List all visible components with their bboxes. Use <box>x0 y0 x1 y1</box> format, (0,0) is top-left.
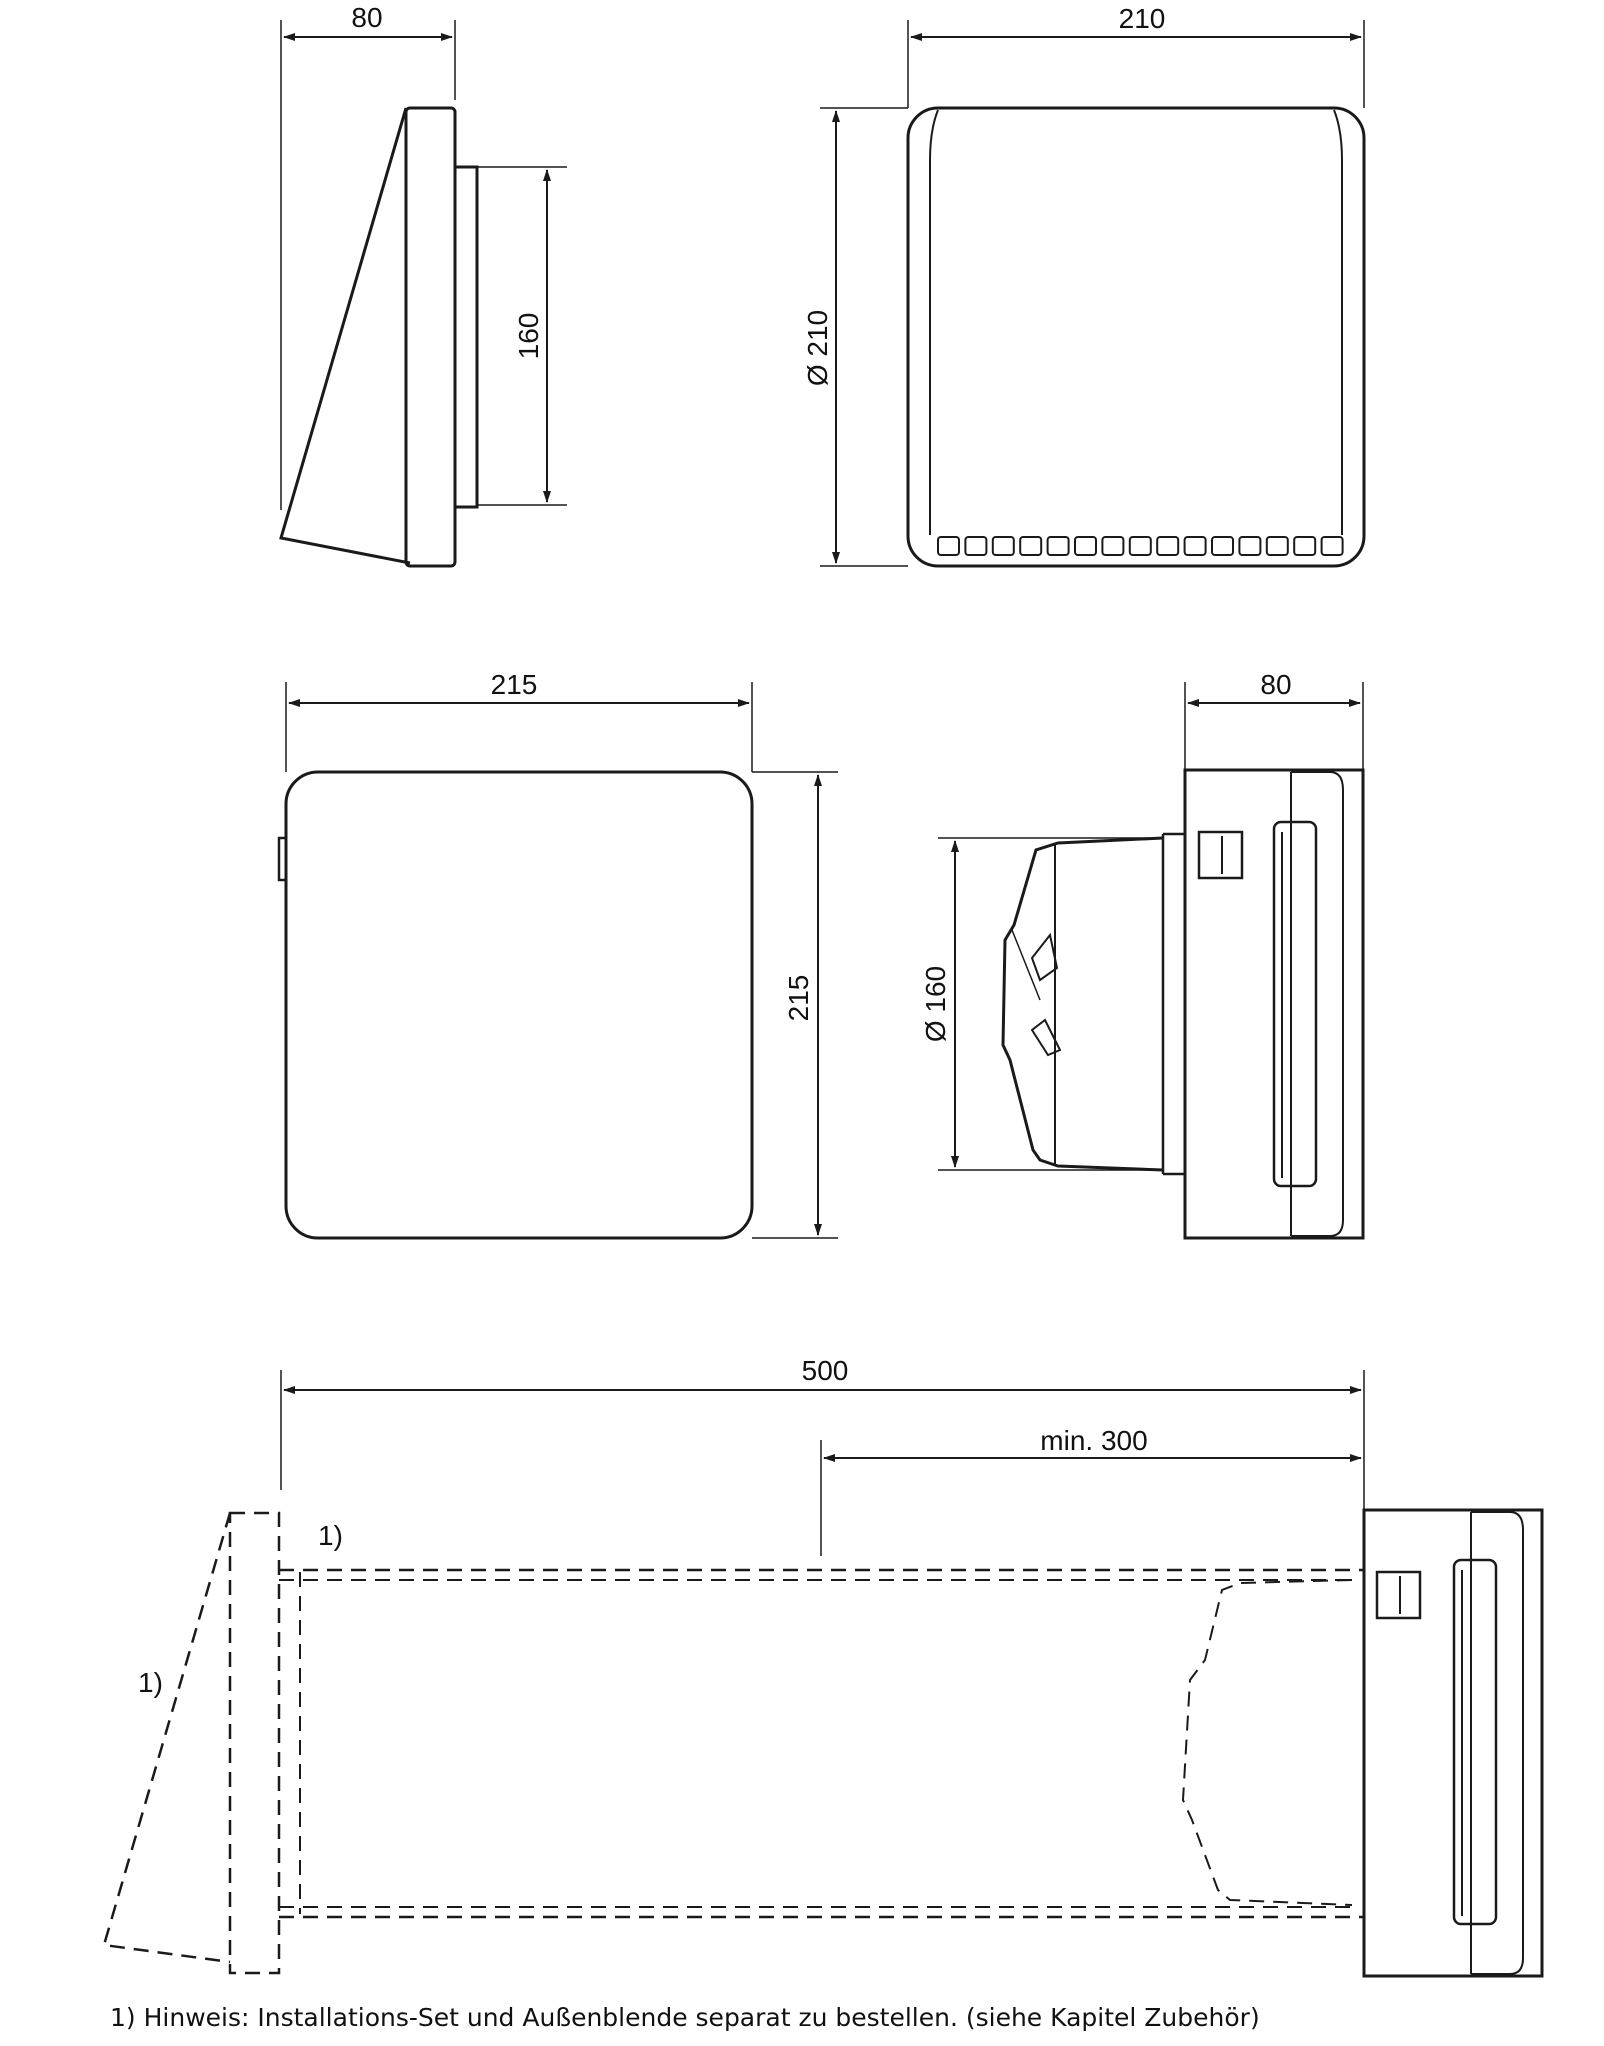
unit-side-view: 80 Ø 160 <box>920 669 1365 1240</box>
dim-total-length: 500 <box>802 1355 849 1386</box>
marker-top: 1) <box>318 1520 343 1551</box>
vent-slot <box>1238 536 1262 556</box>
vent-slot <box>1183 536 1207 556</box>
vent-slot <box>1074 536 1097 556</box>
vent-slot <box>1156 536 1180 556</box>
vent-slot <box>1265 536 1289 556</box>
vent-slot <box>1320 536 1344 556</box>
assembly-view: 500 min. 300 1) 1) <box>102 1355 1544 1978</box>
dim-unit-depth: 80 <box>1260 669 1291 700</box>
dim-hood-width: 210 <box>1119 3 1166 34</box>
vent-slot <box>937 536 960 556</box>
dim-panel-height: 215 <box>783 975 814 1022</box>
hood-side-view: 80 160 <box>279 2 567 568</box>
marker-left: 1) <box>138 1667 163 1698</box>
dim-hood-diameter: Ø 210 <box>802 310 833 386</box>
dim-hood-spigot: 160 <box>513 313 544 360</box>
ventilation-slots <box>937 536 1344 556</box>
panel-front-view: 215 215 <box>277 669 838 1240</box>
vent-slot <box>1293 536 1317 556</box>
vent-slot <box>1019 536 1043 556</box>
vent-slot <box>964 536 988 556</box>
vent-slot <box>1101 536 1125 556</box>
dim-min-length: min. 300 <box>1040 1425 1147 1456</box>
dim-panel-width: 215 <box>491 669 538 700</box>
vent-slot <box>991 536 1015 556</box>
footnote: 1) Hinweis: Installations-Set und Außenb… <box>110 2003 1260 2032</box>
hood-front-view: 210 Ø 210 <box>802 3 1366 568</box>
vent-slot <box>1046 536 1070 556</box>
dim-hood-depth: 80 <box>351 2 382 33</box>
vent-slot <box>1128 536 1152 556</box>
dim-unit-diameter: Ø 160 <box>920 966 951 1042</box>
vent-slot <box>1211 536 1234 556</box>
